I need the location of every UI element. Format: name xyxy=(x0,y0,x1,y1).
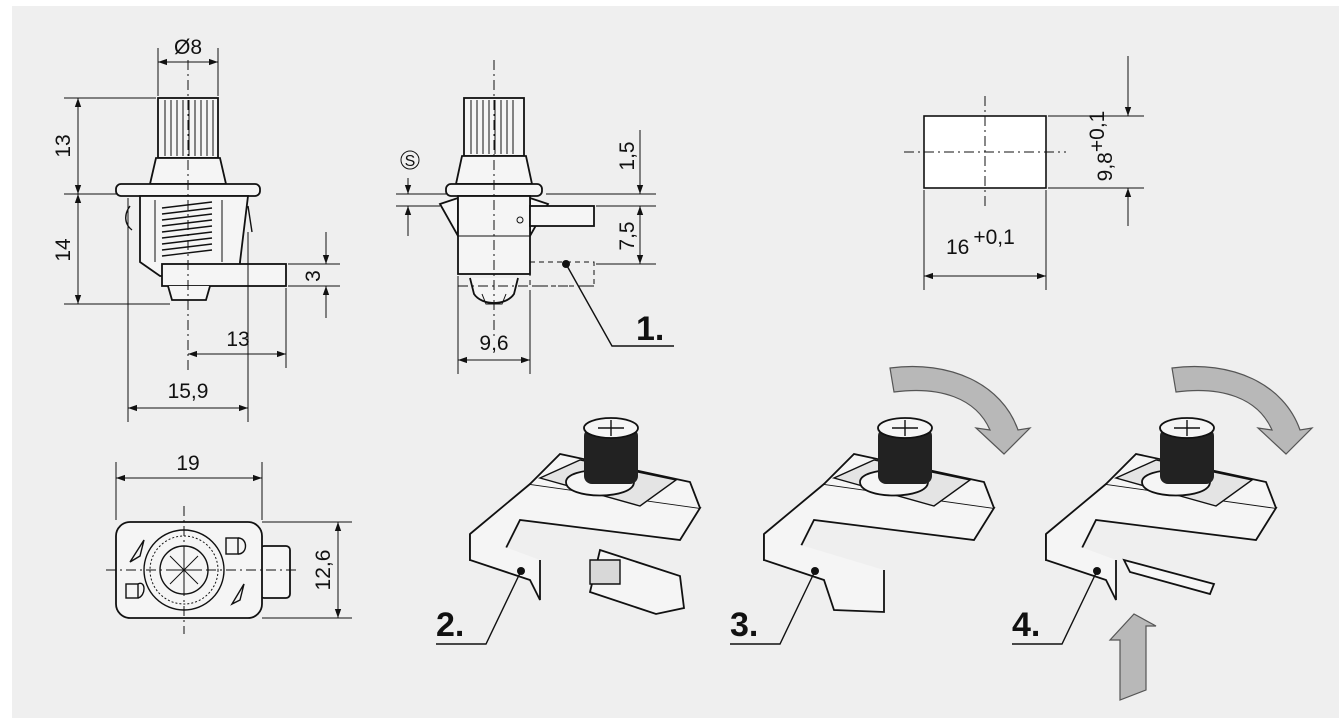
body-width-label: 9,6 xyxy=(479,332,508,355)
step-4-illustration: 4. xyxy=(1012,365,1314,701)
cutout-width-tolerance: +0,1 xyxy=(973,226,1014,249)
cutout-height-tolerance: +0,1 xyxy=(1086,111,1109,152)
cutout-width-value: 16 xyxy=(946,236,969,259)
bolt-stroke-label: 7,5 xyxy=(616,221,639,250)
s-mark-label: S xyxy=(405,153,416,170)
rotation-arrow-icon xyxy=(1171,365,1314,455)
rotate-left-icon xyxy=(129,539,145,563)
unlock-icon xyxy=(125,582,145,599)
step-2-label: 2. xyxy=(436,606,464,644)
bolt-reach-label: 13 xyxy=(226,328,249,351)
step-2-illustration: 2. xyxy=(436,417,702,645)
step-1-label: 1. xyxy=(636,310,664,348)
body-height-label: 14 xyxy=(52,238,75,262)
diameter-label: Ø8 xyxy=(174,36,202,59)
side-view: Ø8 13 14 3 13 15,9 xyxy=(52,36,340,422)
bottom-height-label: 12,6 xyxy=(312,550,335,591)
step-3-label: 3. xyxy=(730,606,758,644)
bottom-view: 19 12,6 xyxy=(106,452,352,634)
knob-height-label: 13 xyxy=(52,134,75,157)
rotation-arrow-icon xyxy=(889,365,1032,455)
panel-cutout: 9,8+0,1 16+0,1 xyxy=(904,56,1144,290)
top-offset-label: 1,5 xyxy=(616,141,639,170)
cutout-height-label: 9,8+0,1 xyxy=(1086,111,1117,182)
cutout-height-value: 9,8 xyxy=(1094,152,1117,181)
step-4-label: 4. xyxy=(1012,606,1040,644)
lock-icon xyxy=(225,537,247,555)
bolt-thickness-label: 3 xyxy=(302,270,325,282)
rotate-right-icon xyxy=(230,583,245,606)
step-3-illustration: 3. xyxy=(730,365,1032,645)
overall-width-label: 15,9 xyxy=(168,380,209,403)
bottom-width-label: 19 xyxy=(176,452,199,475)
cutout-width-label: 16+0,1 xyxy=(946,226,1015,259)
front-view: S 1,5 7,5 9,6 1. xyxy=(396,60,674,374)
push-arrow-icon xyxy=(1108,613,1157,701)
